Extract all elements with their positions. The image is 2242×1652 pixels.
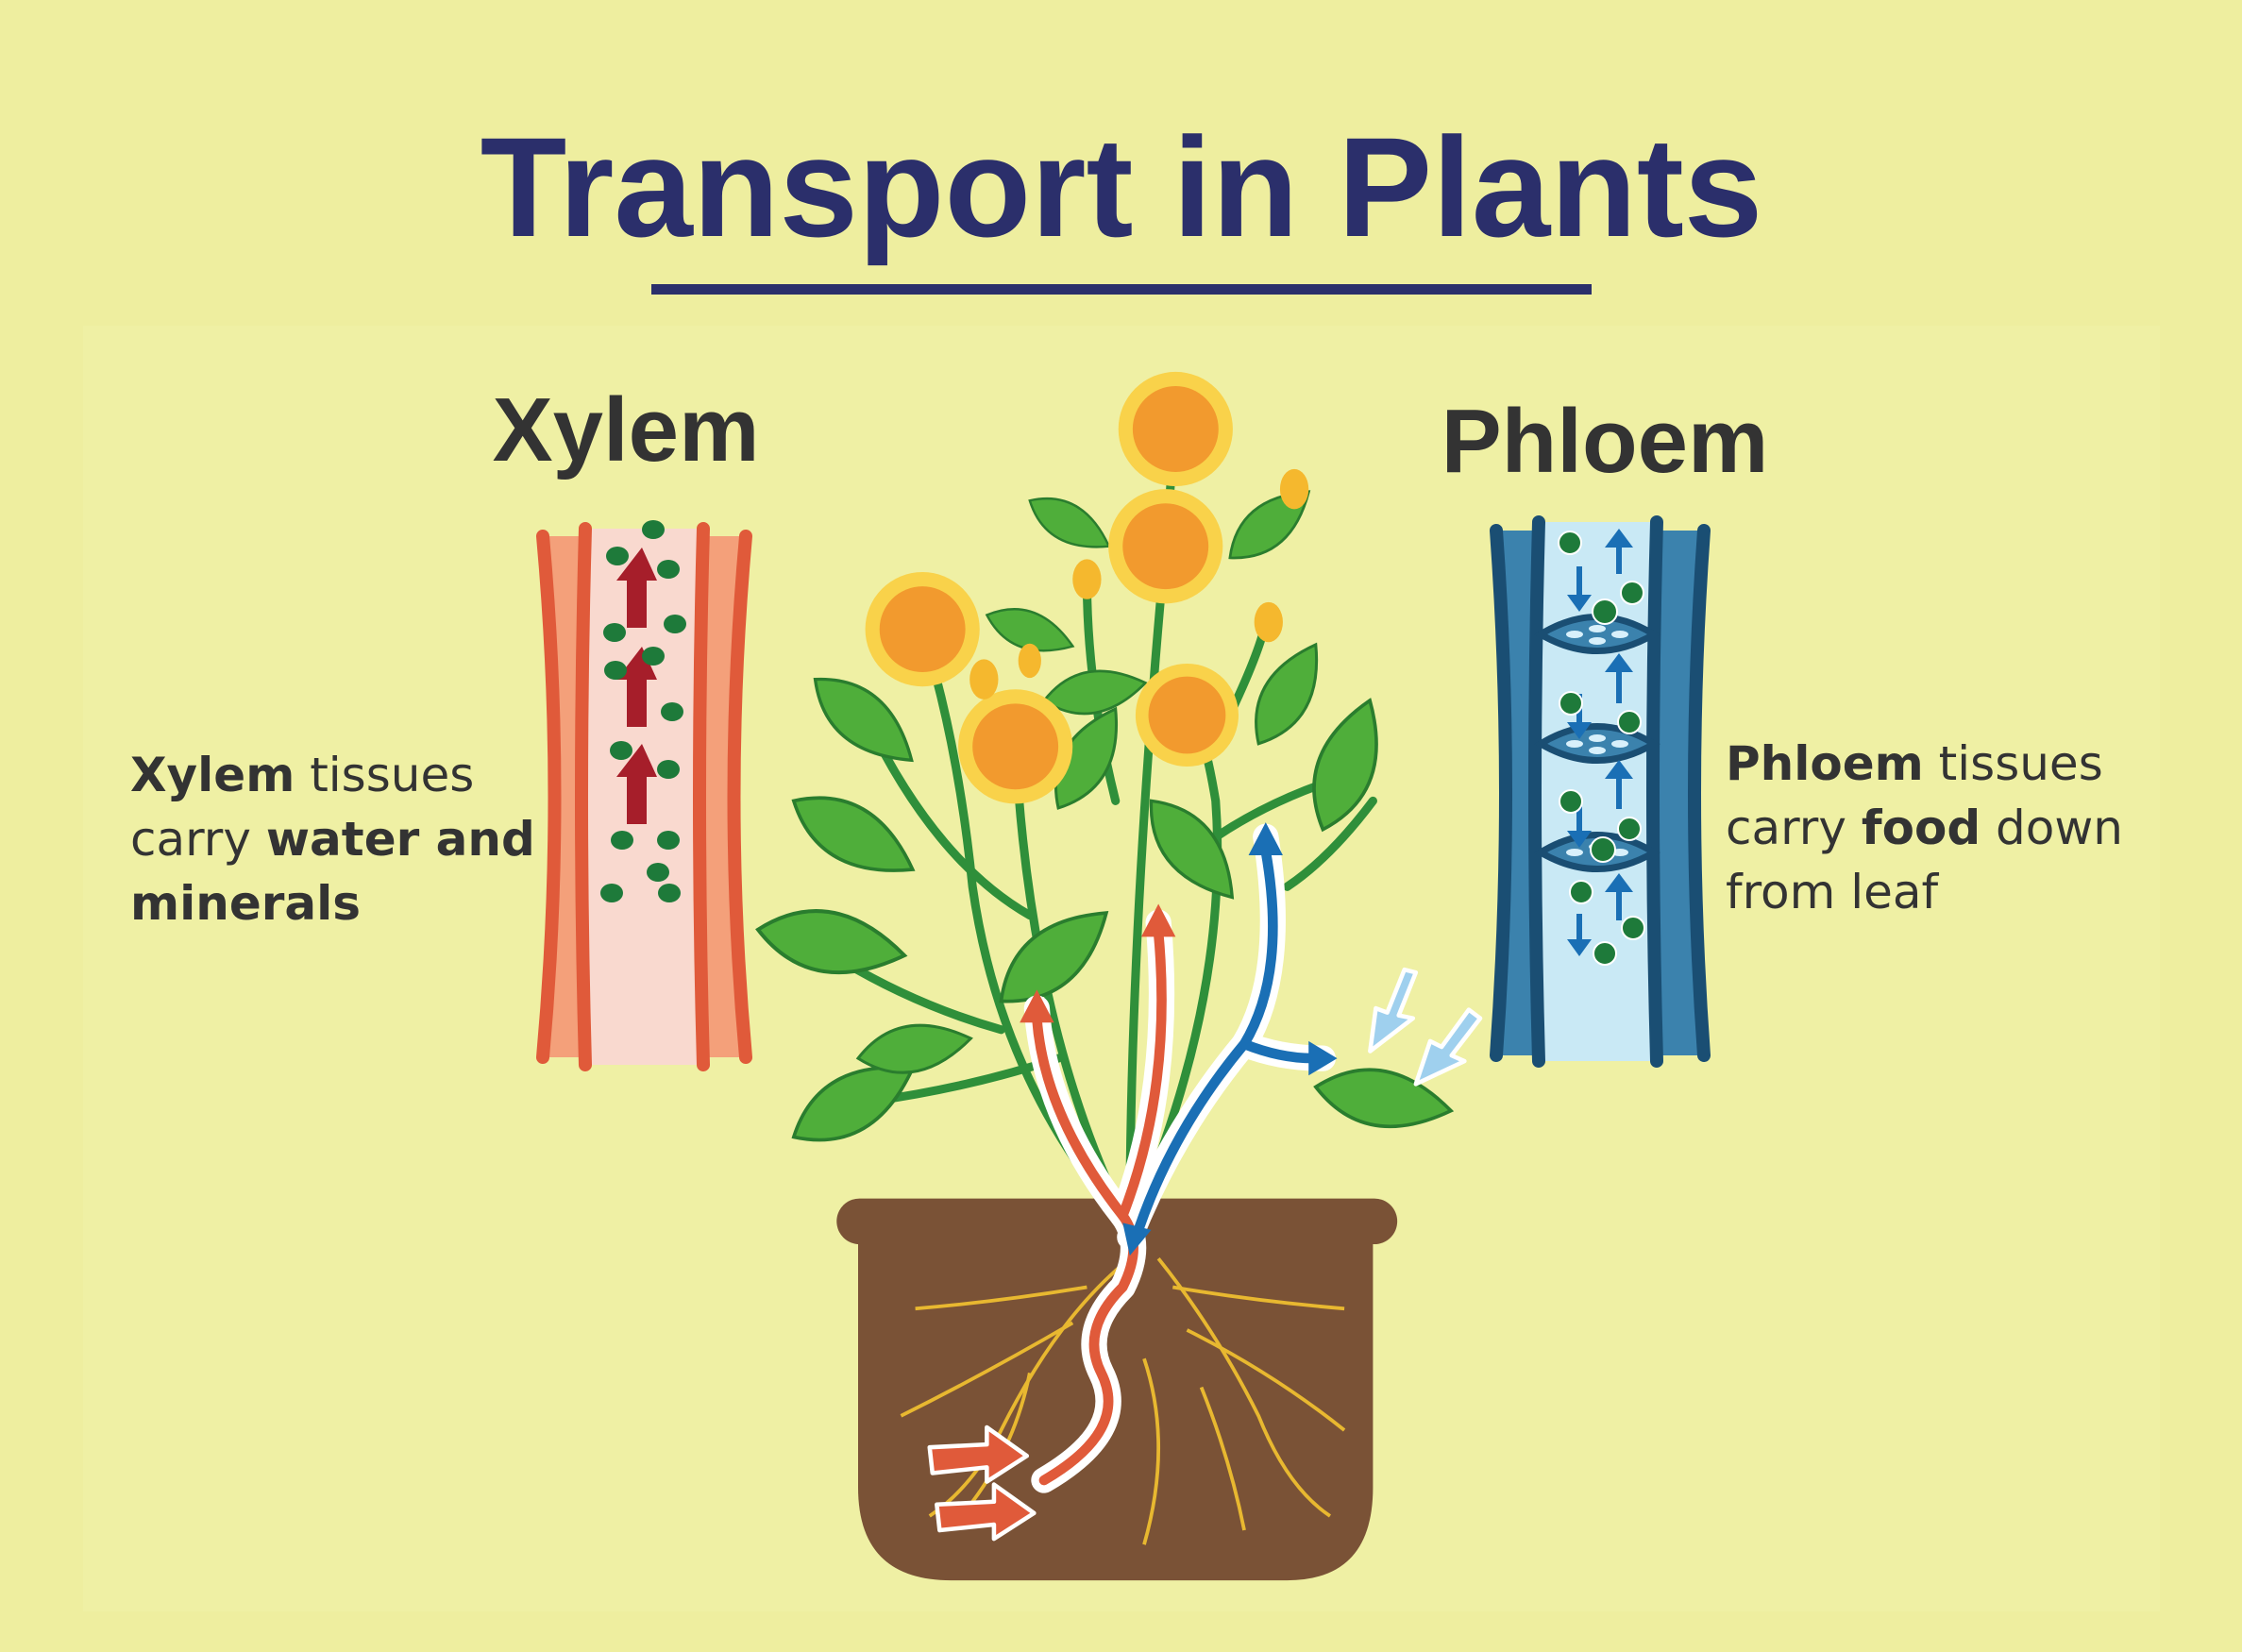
xylem-up-arrows	[616, 548, 657, 824]
xylem-tube-illustration	[536, 520, 752, 1071]
xylem-desc-line3: minerals	[130, 876, 361, 931]
phloem-desc-line1: Phloem tissues	[1726, 736, 2103, 791]
soil-water-arrows	[927, 1424, 1037, 1542]
xylem-particles	[600, 520, 686, 902]
phloem-desc-line3: from leaf	[1726, 865, 1940, 919]
leaf-sunlight-arrows	[1368, 967, 1483, 1087]
title-underline	[651, 284, 1592, 295]
phloem-heading: Phloem	[1441, 391, 1769, 492]
phloem-tube-illustration	[1490, 515, 1711, 1068]
page-title: Transport in Plants	[480, 108, 1763, 266]
xylem-heading: Xylem	[493, 379, 760, 480]
phloem-desc-line2: carry food down	[1726, 801, 2123, 855]
phloem-particles	[1558, 531, 1645, 966]
phloem-flow-arrow	[1133, 846, 1319, 1236]
xylem-flow-arrow	[1032, 927, 1167, 1486]
xylem-desc-line2: carry water and	[130, 812, 535, 867]
flowers	[865, 371, 1309, 804]
roots	[900, 1256, 1346, 1545]
transport-arrows	[927, 822, 1483, 1542]
phloem-arrows	[1567, 529, 1633, 956]
plant-illustration	[750, 371, 1483, 1581]
xylem-desc-line1: Xylem tissues	[130, 748, 474, 802]
